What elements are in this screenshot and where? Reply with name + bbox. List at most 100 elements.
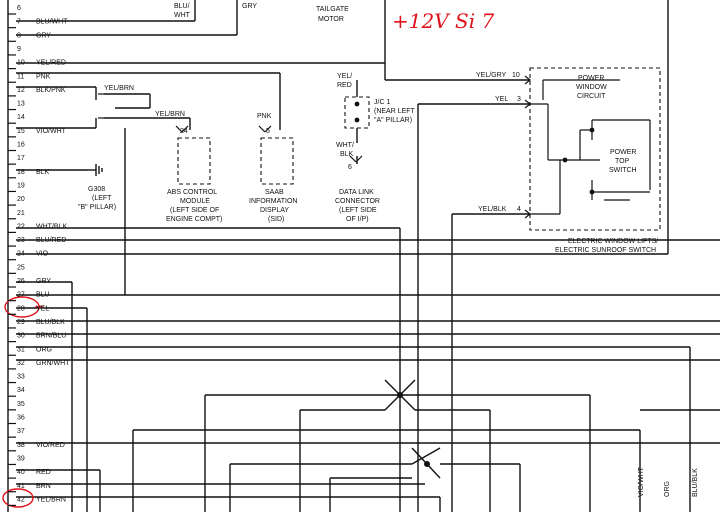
pin-number: 42 bbox=[17, 496, 25, 503]
pin-row: 15 VIO/WHT bbox=[8, 128, 67, 138]
abs-module-label: ABS CONTROL bbox=[167, 189, 217, 196]
sid-pin-number: 5 bbox=[266, 128, 270, 135]
top-wire-label: GRY bbox=[242, 3, 257, 10]
pin-wire-color: BLK bbox=[36, 169, 50, 176]
pin-number: 40 bbox=[17, 469, 25, 476]
sid-label: SAAB bbox=[265, 189, 284, 196]
vertical-wire-label: ORG bbox=[664, 481, 671, 497]
pin-row: 13 bbox=[8, 101, 25, 111]
pin-row: 39 bbox=[8, 455, 25, 466]
tailgate-motor-label: MOTOR bbox=[318, 16, 344, 23]
switch-pin-number: 3 bbox=[517, 96, 521, 103]
pin-wire-color: BLU/BLK bbox=[36, 319, 65, 326]
pin-number: 27 bbox=[17, 292, 25, 299]
top-wire-label: BLU/ bbox=[174, 3, 190, 10]
pin-number: 38 bbox=[17, 442, 25, 449]
wire-label: YEL/BRN bbox=[104, 85, 134, 92]
dlc-label: DATA LINK bbox=[339, 189, 374, 196]
pin-wire-color: BLU bbox=[36, 292, 50, 299]
vertical-wire-label: VIO/WHT bbox=[638, 466, 645, 497]
junction-label: "A" PILLAR) bbox=[374, 117, 412, 124]
pin-number: 13 bbox=[17, 101, 25, 108]
pin-number: 15 bbox=[17, 128, 25, 135]
pin-number: 19 bbox=[17, 182, 25, 189]
pin-row: 33 bbox=[8, 374, 25, 384]
pin-number: 8 bbox=[17, 32, 21, 39]
dlc-label: (LEFT SIDE bbox=[339, 207, 377, 214]
power-top-label: TOP bbox=[615, 158, 630, 165]
handwritten-note: +12V Si 7 bbox=[392, 9, 494, 33]
tailgate-motor-label: TAILGATE bbox=[316, 6, 349, 13]
wire-label: YEL/BLK bbox=[478, 206, 507, 213]
pin-number: 29 bbox=[17, 319, 25, 326]
pin-number: 16 bbox=[17, 142, 25, 149]
pin-row: 27 BLU bbox=[8, 292, 50, 302]
switch-title: ELECTRIC SUNROOF SWITCH bbox=[555, 247, 656, 254]
dlc-label: CONNECTOR bbox=[335, 198, 380, 205]
ground-label: (LEFT bbox=[92, 195, 112, 202]
pin-wire-color: YEL/BRN bbox=[36, 496, 66, 503]
power-window-label: CIRCUIT bbox=[577, 93, 606, 100]
pin-number: 12 bbox=[17, 87, 25, 94]
pin-number: 33 bbox=[17, 374, 25, 381]
wire-label: YEL bbox=[495, 96, 508, 103]
pin-row: 17 bbox=[8, 155, 25, 165]
pin-row: 28 YEL bbox=[8, 305, 49, 315]
pin-number: 24 bbox=[17, 251, 25, 258]
pin-wire-color: GRY bbox=[36, 278, 51, 285]
wire-label: RED bbox=[337, 82, 352, 89]
pin-number: 28 bbox=[17, 305, 25, 312]
pin-number: 34 bbox=[17, 387, 25, 394]
pin-number: 26 bbox=[17, 278, 25, 285]
pin-wire-color: BRN/BLU bbox=[36, 333, 66, 340]
pin-wire-color: YEL/RED bbox=[36, 60, 66, 67]
switch-title: ELECTRIC WINDOW LIFTS/ bbox=[568, 238, 658, 245]
wire-label: YEL/ bbox=[337, 73, 352, 80]
pin-number: 18 bbox=[17, 169, 25, 176]
pin-row: 35 bbox=[8, 401, 25, 411]
pin-number: 36 bbox=[17, 415, 25, 422]
pin-wire-color: VIO/RED bbox=[36, 442, 65, 449]
pin-row: 6 bbox=[8, 5, 21, 15]
pin-row: 42 YEL/BRN bbox=[8, 496, 66, 506]
pin-number: 30 bbox=[17, 333, 25, 340]
pin-wire-color: VIO/WHT bbox=[36, 128, 67, 135]
wire-label: WHT/ bbox=[336, 142, 354, 149]
pin-wire-color: RED bbox=[36, 469, 51, 476]
pin-row: 9 bbox=[8, 46, 21, 56]
pin-wire-color: YEL bbox=[36, 305, 49, 312]
pin-row: 21 bbox=[8, 210, 25, 220]
sid-label: (SID) bbox=[268, 216, 284, 223]
pin-number: 11 bbox=[17, 73, 24, 80]
pin-row: 8 GRY bbox=[8, 32, 51, 42]
wire-label: PNK bbox=[257, 113, 272, 120]
pin-wire-color: BLU/RED bbox=[36, 237, 66, 244]
pin-wire-color: VIO bbox=[36, 251, 49, 258]
pin-row: 19 bbox=[8, 182, 25, 193]
pin-number: 22 bbox=[17, 223, 25, 230]
pin-row: 29 BLU/BLK bbox=[8, 319, 65, 329]
pin-row: 16 bbox=[8, 142, 25, 152]
pin-number: 9 bbox=[17, 46, 21, 53]
pin-row: 36 bbox=[8, 415, 25, 425]
abs-pin-number: 24 bbox=[180, 128, 188, 135]
pin-wire-color: GRY bbox=[36, 32, 51, 39]
sid-label: INFORMATION bbox=[249, 198, 297, 205]
pin-row: 25 bbox=[8, 264, 25, 274]
abs-module-label: MODULE bbox=[180, 198, 210, 205]
pin-number: 20 bbox=[17, 196, 25, 203]
pin-row: 26 GRY bbox=[8, 278, 51, 288]
wire-label: YEL/GRY bbox=[476, 72, 507, 79]
switch-pin-number: 10 bbox=[512, 72, 520, 79]
pin-number: 31 bbox=[17, 346, 25, 353]
pin-number: 17 bbox=[17, 155, 25, 162]
pin-wire-color: GRN/WHT bbox=[36, 360, 70, 367]
pin-number: 41 bbox=[17, 483, 25, 490]
